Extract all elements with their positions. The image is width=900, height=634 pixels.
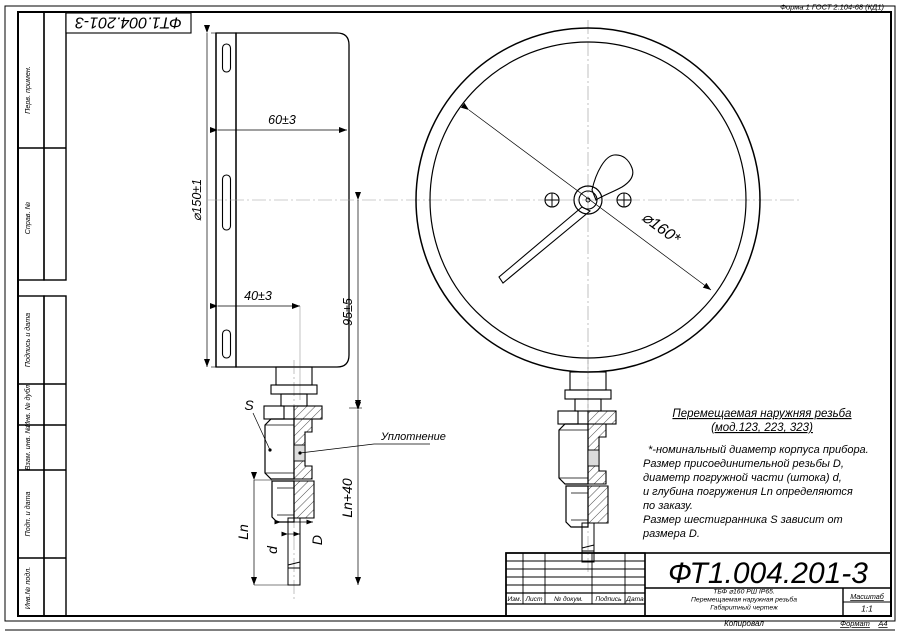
front-view-stem-assembly [557, 360, 617, 575]
dim-d-text: d [264, 545, 280, 554]
dim-60-text: 60±3 [268, 113, 296, 127]
left-sidebar [17, 11, 67, 617]
dim-40: 40±3 [210, 289, 301, 400]
mounting-slots [221, 43, 232, 359]
top-left-designation-text: ФТ1.004.201-3 [75, 14, 182, 31]
product-description: ТБФ ⌀160 РШ IP65. Перемещаемая наружная … [691, 588, 891, 616]
format-value: А4 [877, 619, 887, 628]
notes-title-line1: Перемещаемая наружняя резьба [672, 408, 851, 420]
dial-screw-left [544, 192, 560, 208]
scale-label: Масштаб [850, 592, 885, 601]
sidebar-item-vzam-inv-no: Взам. инв. № [23, 426, 32, 471]
title-col-izm: Изм. [507, 596, 521, 603]
title-col-nomer-dokum: № докум. [554, 595, 583, 603]
top-left-designation-block: ФТ1.004.201-3 [65, 12, 192, 34]
dim-95-text: 95±5 [341, 298, 355, 326]
revision-grid: Изм. Лист № докум. Подпись Дата [505, 552, 646, 617]
sidebar-item-inv-no-dubl: Инв. № дубл. [23, 383, 32, 427]
notes-body-line-6: размера D. [642, 528, 700, 540]
title-footer: Копировал Формат А4 [724, 619, 887, 628]
sidebar-item-podpis-i-data: Подпись и дата [23, 313, 32, 367]
dim-diameter-150: ⌀150±1 [190, 25, 218, 368]
notes-body-line-2: диаметр погружной части (штока) d, [643, 472, 842, 484]
notes-block: Перемещаемая наружняя резьба (мод.123, 2… [642, 408, 869, 540]
callout-seal-text: Уплотнение [380, 431, 446, 443]
sidebar-item-perv-primen: Перв. примен. [23, 66, 32, 114]
dim-ln-plus-40: Ln+40 [339, 402, 361, 585]
dim-diameter-150-text: ⌀150±1 [190, 179, 204, 221]
notes-title-line2: (мод.123, 223, 323) [711, 422, 813, 434]
product-line-2: Перемещаемая наружная резьба [691, 596, 797, 604]
dim-40-text: 40±3 [244, 289, 272, 303]
product-line-3: Габаритный чертеж [710, 604, 778, 612]
title-designation: ФТ1.004.201-3 [668, 557, 868, 590]
header-form-note: Форма 1 ГОСТ 2.104-68 (КД1) [780, 3, 884, 12]
dim-D-text: D [309, 535, 325, 545]
title-col-list: Лист [525, 596, 543, 603]
side-view: ⌀150±1 60±3 40±3 95±5 Ln+40 [190, 25, 560, 585]
sidebar-labels: Перв. примен. Справ. № Подпись и дата Ин… [23, 66, 32, 609]
dim-60: 60±3 [210, 113, 347, 133]
notes-body-line-1: Размер присоединительной резьбы D, [643, 458, 844, 470]
gauge-bezel-inner [429, 41, 747, 359]
callout-hex-s: S [244, 397, 272, 452]
notes-body-line-5: Размер шестигранника S зависит от [643, 514, 843, 526]
dim-ln-plus-40-text: Ln+40 [339, 478, 355, 518]
title-col-podpis: Подпись [595, 595, 622, 603]
callout-seal: Уплотнение [298, 431, 446, 455]
dim-ln-text: Ln [235, 524, 251, 540]
notes-body-line-3: и глубина погружения Ln определяются [643, 486, 853, 498]
dim-D: D [274, 519, 325, 545]
product-line-1: ТБФ ⌀160 РШ IP65. [713, 589, 775, 596]
label-s: S [244, 397, 254, 413]
designation-area: ФТ1.004.201-3 [645, 557, 891, 590]
sidebar-item-podp-i-data: Подп. и дата [23, 492, 32, 537]
dial-screw-right [616, 192, 632, 208]
scale-value: 1:1 [861, 604, 873, 614]
notes-body-line-0: *-номинальный диаметр корпуса прибора. [648, 444, 869, 456]
copied-label: Копировал [724, 619, 764, 628]
dim-ln: Ln [235, 472, 290, 586]
dim-d: d [264, 531, 300, 554]
notes-body-line-4: по заказу. [643, 500, 693, 512]
title-block: Изм. Лист № докум. Подпись Дата ФТ1.004.… [505, 552, 892, 628]
title-col-data: Дата [625, 596, 644, 603]
side-view-stem-assembly: S Уплотнение Ln D d [235, 360, 446, 600]
format-label: Формат [840, 619, 870, 628]
sidebar-item-sprav-no: Справ. № [23, 201, 32, 234]
sidebar-item-inv-no-podl: Инв.№ подл. [23, 567, 32, 610]
